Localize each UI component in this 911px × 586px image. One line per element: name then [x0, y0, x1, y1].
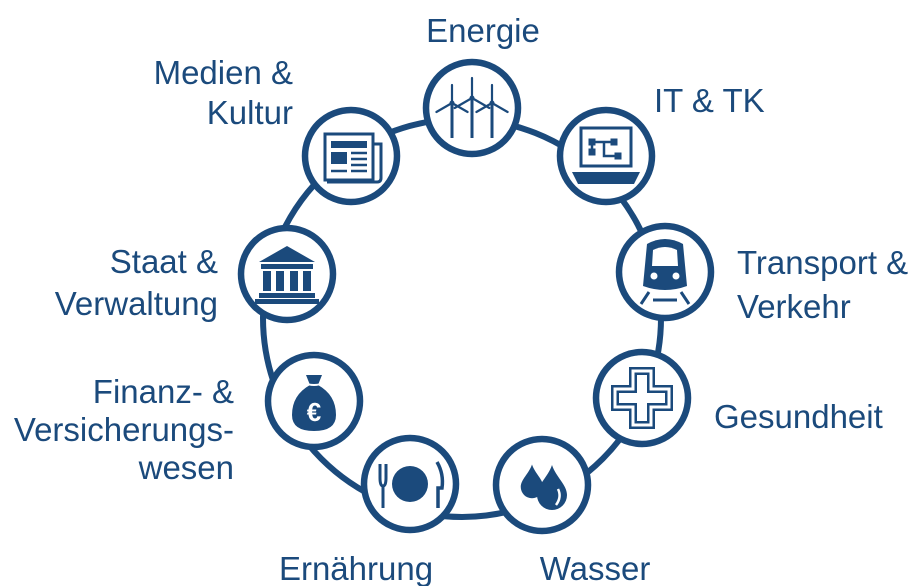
sector-label-energie: Energie: [426, 12, 540, 49]
svg-text:€: €: [307, 397, 321, 427]
sector-node-ernaehrung: [360, 434, 460, 534]
sector-label-line: Energie: [426, 12, 540, 49]
sector-label-line: Staat &: [110, 243, 218, 280]
sector-node-energie: [422, 58, 522, 158]
sector-label-line: Kultur: [207, 94, 293, 131]
sector-label-line: Transport &: [737, 244, 908, 281]
sector-label-medien: Medien &Kultur: [154, 54, 293, 131]
plate-cutlery-icon: [378, 461, 445, 508]
money-bag-euro-icon: €: [292, 375, 336, 431]
sector-label-line: Ernährung: [279, 550, 433, 586]
train-icon: [639, 239, 691, 305]
sector-node-transport: [615, 222, 715, 322]
sector-label-it-tk: IT & TK: [654, 82, 765, 119]
newspaper-icon: [323, 132, 383, 184]
government-building-icon: [255, 246, 319, 304]
water-drops-icon: [520, 464, 567, 510]
computer-network-icon: [572, 126, 640, 184]
sector-circle: [592, 348, 692, 448]
sector-node-finanz: €: [264, 351, 364, 451]
sector-label-line: Verkehr: [737, 288, 851, 325]
sector-label-staat: Staat & Verwaltung: [55, 243, 218, 322]
sector-label-line: wesen: [138, 449, 234, 486]
wind-turbines-icon: [435, 76, 509, 138]
sector-node-it-tk: [556, 106, 656, 206]
sector-node-staat: [237, 224, 337, 324]
sector-circle: [237, 224, 337, 324]
sector-label-finanz: Finanz- &Versicherungs-wesen: [14, 373, 234, 486]
sector-label-gesundheit: Gesundheit: [714, 398, 883, 435]
sector-node-wasser: [492, 435, 592, 535]
sector-label-line: Wasser: [540, 550, 651, 586]
sector-circle: [301, 106, 401, 206]
sector-label-transport: Transport & Verkehr: [737, 244, 908, 325]
sector-label-line: Gesundheit: [714, 398, 883, 435]
sector-node-medien: [301, 106, 401, 206]
sector-label-line: Medien &: [154, 54, 293, 91]
sector-label-line: Versicherungs-: [14, 411, 234, 448]
medical-cross-icon: [611, 367, 673, 429]
sector-node-gesundheit: [592, 348, 692, 448]
sector-label-line: Verwaltung: [55, 285, 218, 322]
sector-label-line: IT & TK: [654, 82, 765, 119]
sector-label-line: Finanz- &: [93, 373, 234, 410]
sector-label-ernaehrung: Ernährung: [279, 550, 433, 586]
sector-label-wasser: Wasser: [540, 550, 651, 586]
